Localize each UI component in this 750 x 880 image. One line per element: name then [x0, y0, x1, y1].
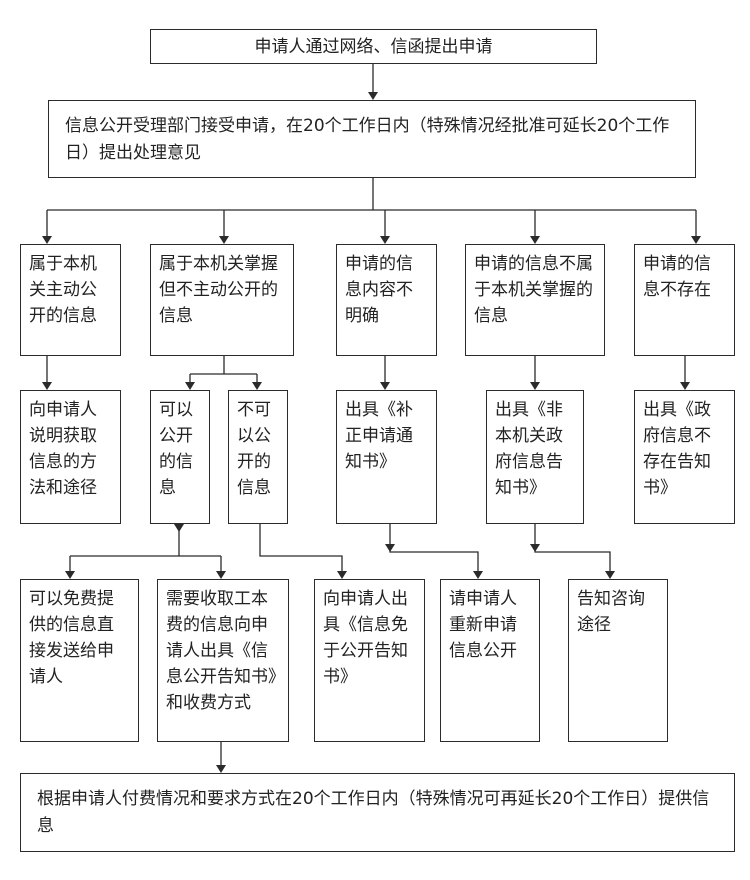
case-unclear-content: 申请的信息内容不明确 [336, 244, 437, 356]
outcome-reapply: 请申请人重新申请信息公开 [440, 579, 540, 742]
arrowhead [530, 236, 540, 244]
result-not-exist-notice: 出具《政府信息不存在告知书》 [634, 390, 735, 524]
edge-r2b-b3 [259, 524, 343, 571]
step-submit-application: 申请人通过网络、信函提出申请 [150, 29, 597, 64]
edge-r2a-b1b2 [69, 524, 222, 571]
arrowhead [380, 382, 390, 390]
arrowhead [65, 571, 75, 579]
arrowhead [530, 382, 540, 390]
arrowhead [530, 544, 540, 552]
result-correction-notice: 出具《补正申请通知书》 [336, 390, 437, 524]
edge-c2-r2 [189, 356, 258, 382]
arrowhead [185, 382, 195, 390]
arrowhead [385, 544, 395, 552]
arrowhead [473, 571, 483, 579]
outcome-exemption-notice: 向申请人出具《信息免于公开告知书》 [314, 579, 425, 742]
arrowhead [42, 236, 52, 244]
edge-r3-b4 [389, 524, 479, 571]
case-not-held: 申请的信息不属于本机关掌握的信息 [465, 244, 605, 356]
outcome-fee-notice: 需要收取工本费的信息向申请人出具《信息公开告知书》和收费方式 [157, 579, 289, 742]
arrowhead [219, 236, 229, 244]
result-disclosable: 可以公开的信息 [150, 390, 210, 524]
arrowhead [337, 571, 347, 579]
case-proactive-disclosure: 属于本机关主动公开的信息 [20, 244, 121, 356]
arrowhead [174, 524, 184, 532]
result-not-disclosable: 不可以公开的信息 [228, 390, 288, 524]
result-not-this-agency-notice: 出具《非本机关政府信息告知书》 [486, 390, 584, 524]
arrowhead [368, 92, 378, 100]
arrowhead [691, 236, 701, 244]
step-accept-application: 信息公开受理部门接受申请，在20个工作日内（特殊情况经批准可延长20个工作日）提… [48, 100, 696, 178]
result-explain-access: 向申请人说明获取信息的方法和途径 [20, 390, 121, 524]
outcome-consult-channel: 告知咨询途径 [568, 579, 668, 742]
arrowhead [605, 571, 615, 579]
edge-r4-b5 [534, 524, 611, 571]
arrowhead [216, 571, 226, 579]
connector-lines [46, 64, 697, 765]
arrowhead [380, 236, 390, 244]
arrowhead [252, 382, 262, 390]
arrowhead [42, 382, 52, 390]
arrowheads [42, 92, 701, 773]
case-held-not-proactive: 属于本机关掌握但不主动公开的信息 [150, 244, 294, 356]
edge-accept-split [46, 178, 697, 236]
arrowhead [680, 382, 690, 390]
case-not-exist: 申请的信息不存在 [634, 244, 735, 356]
arrowhead [216, 765, 226, 773]
step-provide-information: 根据申请人付费情况和要求方式在20个工作日内（特殊情况可再延长20个工作日）提供… [20, 773, 735, 852]
outcome-free-send: 可以免费提供的信息直接发送给申请人 [20, 579, 139, 742]
